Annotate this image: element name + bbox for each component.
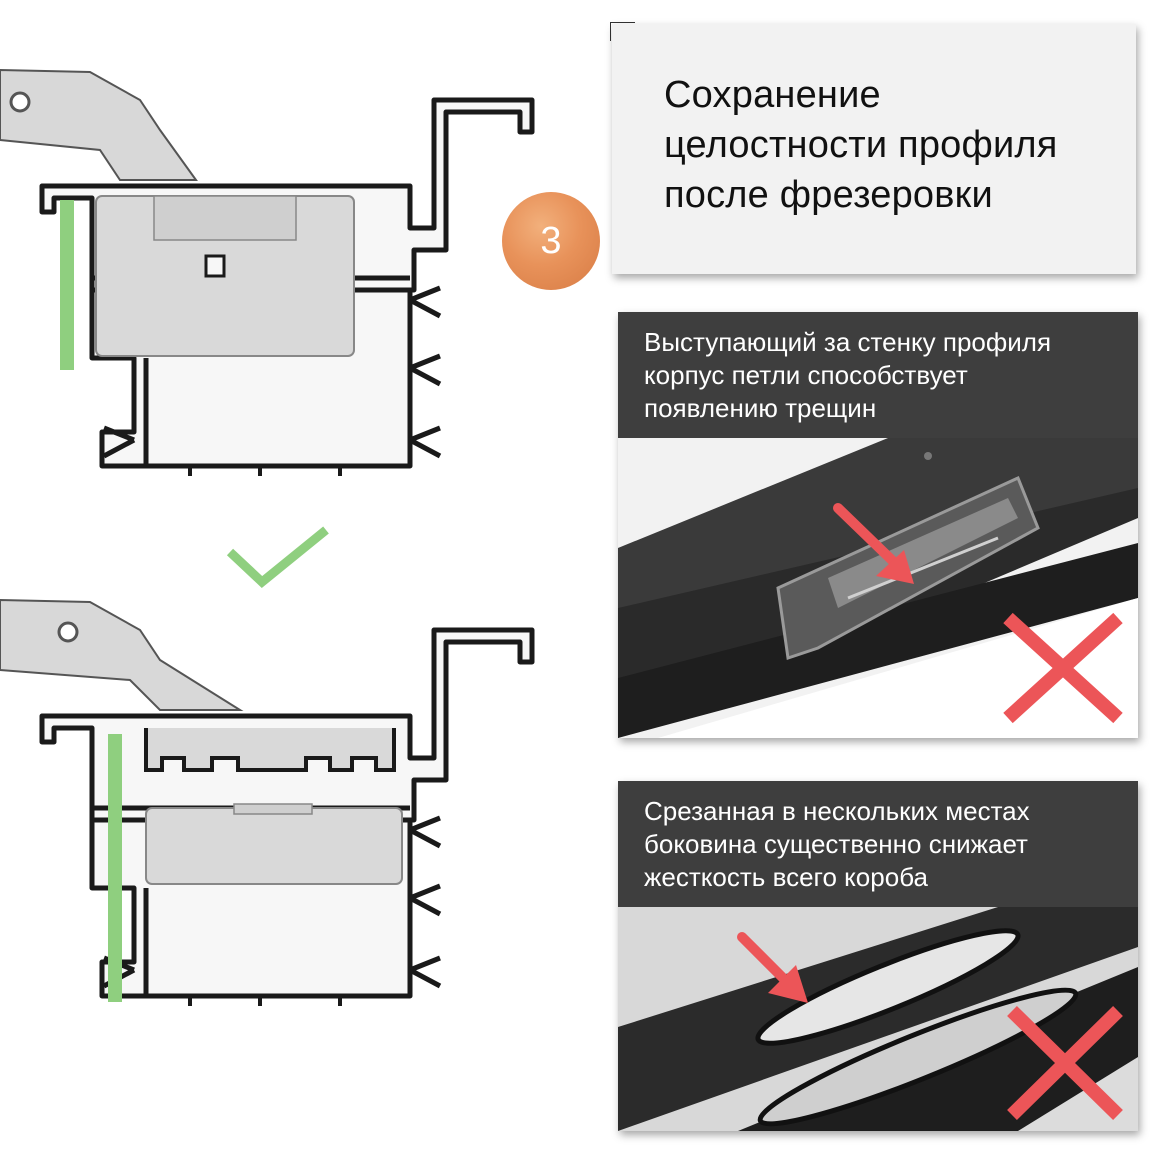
green-edge-mark <box>60 200 74 370</box>
red-arrow-icon <box>876 550 914 584</box>
bottom-profile-diagram <box>0 598 532 1006</box>
top-profile-diagram <box>0 68 532 476</box>
photo-panel-cut-sidewall: Срезанная в нескольких местах боковина с… <box>618 781 1138 1131</box>
photo-milled-slots <box>618 907 1138 1131</box>
caption-line: появлению трещин <box>644 393 877 423</box>
check-icon <box>226 526 329 588</box>
profile-diagrams <box>0 68 600 1161</box>
red-cross-icon <box>1003 612 1123 724</box>
step-badge: 3 <box>502 192 600 290</box>
green-edge-mark <box>108 734 122 1002</box>
caption-cut-sidewall: Срезанная в нескольких местах боковина с… <box>618 781 1138 907</box>
red-arrow-icon <box>768 965 808 1003</box>
title-line-2: целостности профиля <box>664 124 1058 166</box>
caption-hinge-crack: Выступающий за стенку профиля корпус пет… <box>618 312 1138 438</box>
photo-hinge-in-profile <box>618 438 1138 738</box>
title-line-1: Сохранение <box>664 74 881 116</box>
red-cross-icon <box>1007 1006 1123 1120</box>
caption-line: боковина существенно снижает <box>644 829 1028 859</box>
hinge-hole-icon <box>57 621 79 643</box>
hinge-hole-icon <box>9 91 31 113</box>
caption-line: корпус петли способствует <box>644 360 968 390</box>
caption-line: Выступающий за стенку профиля <box>644 327 1052 357</box>
corner-mark <box>610 22 635 41</box>
caption-line: жесткость всего короба <box>644 862 928 892</box>
title-line-3: после фрезеровки <box>664 174 993 216</box>
caption-line: Срезанная в нескольких местах <box>644 796 1030 826</box>
title-card: Сохранение целостности профиля после фре… <box>612 24 1136 274</box>
photo-panel-hinge-crack: Выступающий за стенку профиля корпус пет… <box>618 312 1138 738</box>
